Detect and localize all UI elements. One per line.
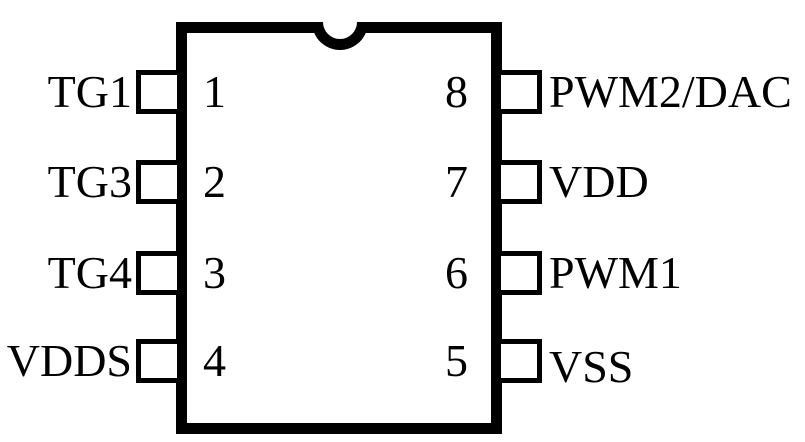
pin-1-pad <box>136 70 182 114</box>
pin-8-pad <box>496 70 542 114</box>
pin-2-label: TG3 <box>47 156 132 207</box>
pin-1-number: 1 <box>203 66 226 117</box>
pin-7-pad <box>496 160 542 204</box>
pin-1-label: TG1 <box>47 66 132 117</box>
pin-2-number: 2 <box>203 156 226 207</box>
pin-2-pad <box>136 160 182 204</box>
pin-6-pad <box>496 251 542 295</box>
pin-8-label: PWM2/DAC <box>549 66 792 117</box>
pin-4-pad <box>136 339 182 383</box>
orientation-notch <box>312 22 368 50</box>
pin-5-pad <box>496 339 542 383</box>
pin-5-number: 5 <box>445 335 468 386</box>
pin-7-number: 7 <box>445 156 468 207</box>
pin-3-number: 3 <box>203 247 226 298</box>
pin-3-pad <box>136 251 182 295</box>
pin-4-number: 4 <box>203 335 226 386</box>
pin-3-label: TG4 <box>47 247 132 298</box>
pin-5-label: VSS <box>549 341 634 392</box>
pin-6-number: 6 <box>445 247 468 298</box>
pin-4-label: VDDS <box>6 335 132 386</box>
ic-package-body <box>176 22 502 434</box>
pin-8-number: 8 <box>445 66 468 117</box>
pin-7-label: VDD <box>549 156 649 207</box>
pin-6-label: PWM1 <box>549 247 682 298</box>
